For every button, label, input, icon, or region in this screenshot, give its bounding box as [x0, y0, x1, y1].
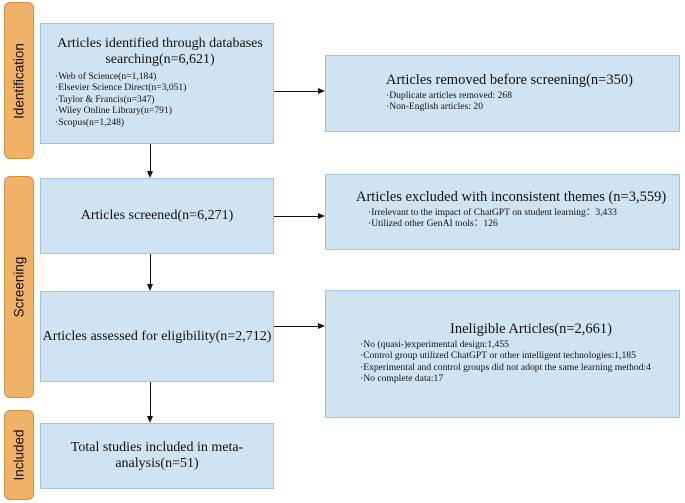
removed-item: Duplicate articles removed: 268	[386, 90, 671, 101]
arrow-eligibility-to-included-head	[147, 416, 153, 423]
arrow-to-ineligible-shaft	[274, 326, 318, 327]
arrow-identified-to-screened-head	[147, 171, 153, 178]
identified-title: Articles identified through databases se…	[57, 36, 263, 67]
arrow-eligibility-to-included-shaft	[150, 382, 151, 417]
eligibility-title: Articles assessed for eligibility(n=2,71…	[42, 328, 272, 344]
arrow-to-excluded-shaft	[274, 216, 318, 217]
arrow-to-excluded-head	[318, 213, 325, 219]
ineligible-item: No (quasi-)experimental design:1,455	[360, 339, 673, 350]
screened-title: Articles screened(n=6,271)	[80, 208, 234, 223]
ineligible-title: Ineligible Articles(n=2,661)	[450, 321, 612, 337]
phase-included-label: Included	[11, 429, 27, 481]
arrow-screened-to-eligibility-shaft	[150, 254, 151, 285]
identified-item: Web of Science(n=1,184)	[55, 71, 265, 82]
ineligible-item: No complete data:17	[360, 373, 673, 384]
ineligible-item: Control group utilized ChatGPT or other …	[360, 350, 673, 361]
eligibility-box: Articles assessed for eligibility(n=2,71…	[40, 291, 274, 382]
ineligible-list: No (quasi-)experimental design:1,455 Con…	[360, 339, 673, 385]
phase-screening-label: Screening	[11, 256, 27, 318]
included-box: Total studies included in meta-analysis(…	[40, 423, 274, 489]
excluded-item: Utilized other GenAI tools：126	[368, 218, 673, 229]
identified-item: Taylor & Francis(n=347)	[55, 94, 265, 105]
excluded-box: Articles excluded with inconsistent them…	[325, 174, 680, 250]
arrow-to-removed-head	[318, 88, 325, 94]
screened-box: Articles screened(n=6,271)	[40, 178, 274, 254]
removed-list: Duplicate articles removed: 268 Non-Engl…	[386, 90, 671, 113]
removed-item: Non-English articles: 20	[386, 101, 671, 112]
removed-title: Articles removed before screening(n=350)	[386, 72, 633, 88]
identified-box: Articles identified through databases se…	[40, 23, 274, 144]
excluded-list: Irrelevant to the impact of ChatGPT on s…	[356, 207, 673, 230]
phase-screening: Screening	[4, 176, 34, 398]
ineligible-box: Ineligible Articles(n=2,661) No (quasi-)…	[325, 290, 680, 418]
arrow-to-removed-shaft	[274, 91, 318, 92]
arrow-to-ineligible-head	[318, 323, 325, 329]
removed-box: Articles removed before screening(n=350)…	[325, 55, 680, 132]
identified-item: Scopus(n=1,248)	[55, 117, 265, 128]
excluded-title: Articles excluded with inconsistent them…	[356, 189, 667, 205]
arrow-identified-to-screened-shaft	[150, 144, 151, 172]
phase-identification: Identification	[4, 2, 34, 159]
excluded-item: Irrelevant to the impact of ChatGPT on s…	[368, 207, 673, 218]
identified-item: Elsevier Science Direct(n=3,051)	[55, 82, 265, 93]
phase-identification-label: Identification	[11, 42, 27, 119]
included-title: Total studies included in meta-analysis(…	[70, 440, 244, 471]
arrow-screened-to-eligibility-head	[147, 284, 153, 291]
ineligible-item: Experimental and control groups did not …	[360, 362, 673, 373]
identified-list: Web of Science(n=1,184) Elsevier Science…	[55, 71, 265, 128]
phase-included: Included	[4, 410, 34, 500]
identified-item: Wiley Online Library(n=791)	[55, 105, 265, 116]
